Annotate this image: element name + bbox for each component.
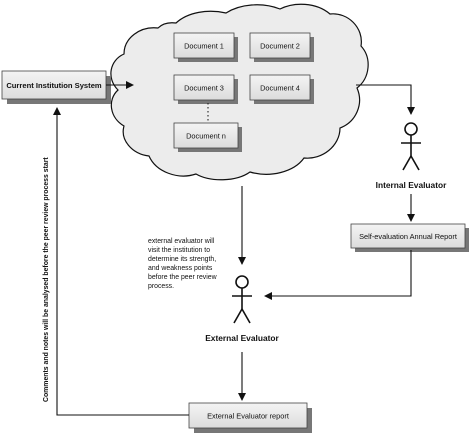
self-report-box: Self-evaluation Annual Report xyxy=(350,223,469,252)
internal-evaluator-label: Internal Evaluator xyxy=(376,180,447,190)
note-line: before the peer review xyxy=(148,274,217,281)
arrow-report-to-system xyxy=(53,107,189,416)
external-evaluator-label: External Evaluator xyxy=(205,333,279,343)
arrow-self-report-to-external-evaluator xyxy=(264,250,412,300)
note-line: determine its strength, xyxy=(148,256,216,263)
feedback-note-label: Comments and notes will be analysed befo… xyxy=(43,157,50,402)
document-label: Document 4 xyxy=(260,84,300,93)
external-evaluator-actor xyxy=(232,275,252,324)
internal-evaluator-actor xyxy=(401,122,421,171)
document-label: Document n xyxy=(186,132,226,141)
document-box: Document n xyxy=(173,122,242,152)
document-label: Document 1 xyxy=(184,42,224,51)
note-line: process. xyxy=(148,283,174,290)
document-cloud xyxy=(110,3,369,181)
note-line: external evaluator will xyxy=(148,238,215,245)
note-line: visit the institution to xyxy=(148,247,210,254)
external-report-box: External Evaluator report xyxy=(188,402,312,433)
external-report-label: External Evaluator report xyxy=(207,412,289,421)
document-box: Document 1 xyxy=(173,32,238,62)
document-box: Document 2 xyxy=(249,32,314,62)
document-label: Document 3 xyxy=(184,84,224,93)
document-box: Document 3 xyxy=(173,74,238,104)
note-line: and weakness points xyxy=(148,265,213,272)
institution-system-box: Current Institution System xyxy=(1,70,111,104)
document-label: Document 2 xyxy=(260,42,300,51)
external-evaluator-note: external evaluator will visit the instit… xyxy=(148,238,217,290)
document-box: Document 4 xyxy=(249,74,314,104)
institution-system-label: Current Institution System xyxy=(6,81,102,90)
self-report-label: Self-evaluation Annual Report xyxy=(359,232,457,241)
arrow-cloud-to-internal-evaluator xyxy=(356,84,415,115)
